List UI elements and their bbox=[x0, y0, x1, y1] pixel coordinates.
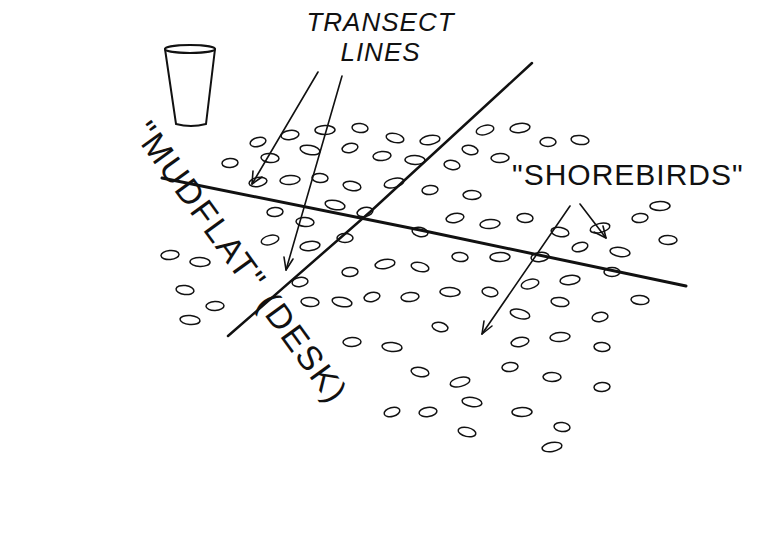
shorebird-oval bbox=[248, 176, 267, 188]
shorebird-oval bbox=[481, 286, 498, 297]
shorebird-oval bbox=[383, 406, 401, 419]
shorebirds-label: "SHOREBIRDS" bbox=[512, 158, 744, 192]
shorebird-oval bbox=[331, 296, 352, 309]
shorebird-oval bbox=[343, 337, 361, 347]
shorebird-oval bbox=[452, 252, 469, 263]
shorebird-oval bbox=[401, 292, 420, 303]
shorebird-oval bbox=[554, 422, 571, 433]
shorebird-oval bbox=[337, 234, 353, 243]
shorebird-oval bbox=[491, 153, 509, 163]
shorebird-oval bbox=[373, 151, 392, 162]
shorebird-oval bbox=[475, 123, 495, 136]
shorebird-oval bbox=[261, 153, 280, 163]
leader-arrows bbox=[252, 72, 606, 334]
shorebird-oval bbox=[190, 257, 210, 267]
shorebird-oval bbox=[461, 396, 482, 408]
shorebird-oval bbox=[176, 284, 195, 295]
shorebird-oval bbox=[363, 291, 381, 303]
shorebird-oval bbox=[341, 142, 359, 154]
shorebird-oval bbox=[632, 213, 649, 224]
shorebird-oval bbox=[604, 268, 620, 277]
shorebird-oval bbox=[530, 251, 549, 262]
shorebird-oval bbox=[410, 366, 429, 378]
shorebird-oval bbox=[443, 159, 460, 170]
shorebird-oval bbox=[659, 235, 677, 244]
shorebird-oval bbox=[571, 241, 589, 254]
shorebird-oval bbox=[480, 219, 501, 229]
shorebird-oval bbox=[291, 276, 308, 287]
shorebird-oval bbox=[520, 277, 540, 290]
shorebird-oval bbox=[324, 199, 345, 212]
shorebird-oval bbox=[419, 134, 440, 146]
shorebird-oval bbox=[551, 296, 570, 307]
shorebird-oval bbox=[550, 332, 571, 342]
shorebird-oval bbox=[356, 206, 374, 218]
shorebird-oval bbox=[543, 372, 561, 381]
shorebird-oval bbox=[502, 362, 519, 373]
shorebird-oval bbox=[589, 221, 611, 234]
shorebird-oval bbox=[490, 252, 510, 261]
shorebird-oval bbox=[560, 274, 581, 285]
shorebird-oval bbox=[631, 295, 650, 305]
shorebird-oval bbox=[206, 301, 224, 311]
mudflat-label: "MUDFLAT" (DESK) bbox=[125, 113, 356, 410]
cup bbox=[165, 45, 215, 126]
shorebird-oval bbox=[312, 173, 328, 183]
shorebird-oval bbox=[591, 311, 608, 322]
transect-label: TRANSECT LINES bbox=[298, 8, 463, 68]
shorebird-oval bbox=[571, 134, 590, 145]
shorebird-oval bbox=[300, 240, 321, 251]
shorebird-oval bbox=[422, 185, 439, 196]
shorebird-oval bbox=[280, 129, 299, 140]
shorebird-oval bbox=[301, 297, 320, 307]
shorebird-oval bbox=[352, 123, 369, 134]
shorebird-oval bbox=[315, 125, 335, 134]
shorebird-oval bbox=[161, 250, 180, 261]
shorebird-oval bbox=[374, 258, 395, 270]
shorebird-oval bbox=[540, 138, 556, 147]
shorebird-oval bbox=[411, 226, 429, 238]
shorebird-oval bbox=[342, 180, 361, 192]
shorebird-oval bbox=[418, 406, 437, 417]
shorebird-oval bbox=[180, 315, 201, 326]
shorebird-oval bbox=[405, 155, 425, 165]
shorebird-oval bbox=[440, 287, 460, 297]
shorebird-oval bbox=[280, 175, 301, 185]
shorebird-oval bbox=[383, 176, 405, 189]
shorebird-oval bbox=[249, 136, 267, 149]
shorebird-oval bbox=[445, 212, 464, 224]
shorebird-oval bbox=[461, 144, 479, 156]
shorebird-oval bbox=[512, 407, 532, 416]
shorebird-oval bbox=[299, 144, 320, 157]
shorebird-oval bbox=[550, 226, 569, 238]
shorebird-oval bbox=[541, 441, 562, 453]
shorebird-oval bbox=[342, 267, 358, 277]
shorebird-oval bbox=[650, 201, 670, 210]
shorebird-oval bbox=[222, 158, 238, 168]
shorebird-oval bbox=[431, 321, 449, 333]
shorebird-oval bbox=[457, 426, 477, 439]
shorebird-oval bbox=[510, 122, 531, 133]
shorebird-oval bbox=[463, 190, 481, 199]
shorebird-oval bbox=[609, 246, 630, 258]
shorebird-oval bbox=[267, 207, 283, 217]
shorebird-oval bbox=[382, 342, 403, 353]
shorebird-oval bbox=[517, 213, 533, 223]
shorebird-oval bbox=[510, 336, 529, 348]
shorebird-oval bbox=[296, 217, 315, 227]
shorebird-oval bbox=[260, 233, 280, 246]
shorebird-oval bbox=[594, 382, 610, 392]
shorebird-oval bbox=[449, 375, 471, 388]
shorebird-oval bbox=[509, 307, 531, 321]
shorebird-oval bbox=[594, 342, 610, 352]
shorebird-oval bbox=[410, 261, 430, 274]
shorebird-oval bbox=[385, 132, 405, 145]
